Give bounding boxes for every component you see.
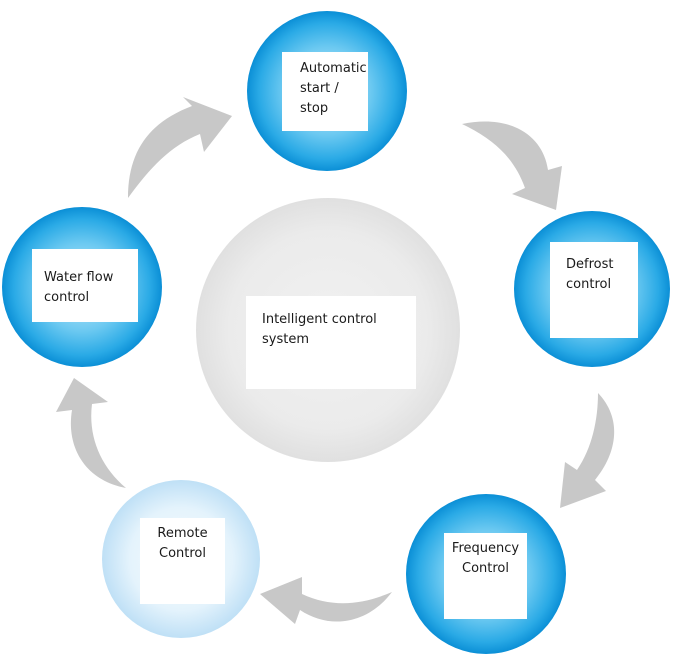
node-label-box-defrost: Defrost control	[550, 242, 638, 338]
node-label-box-freq: Frequency Control	[444, 533, 527, 619]
node-label-defrost: Defrost control	[566, 257, 614, 292]
node-label-freq: Frequency Control	[451, 541, 520, 576]
arrow-auto-to-defrost	[462, 121, 562, 210]
arrow-remote-to-water	[56, 378, 126, 488]
node-label-box-water: Water flow control	[32, 249, 138, 322]
center-label-box: Intelligent control system	[246, 296, 416, 389]
node-label-auto: Automatic start / stop	[300, 61, 367, 116]
arrow-water-to-auto	[128, 97, 232, 198]
node-label-remote: Remote Control	[157, 526, 208, 561]
node-label-box-auto: Automatic start / stop	[282, 52, 368, 131]
arrow-defrost-to-freq	[560, 393, 615, 508]
center-label: Intelligent control system	[262, 312, 377, 347]
arrow-freq-to-remote	[260, 577, 392, 624]
node-label-box-remote: Remote Control	[140, 518, 225, 604]
node-label-water: Water flow control	[44, 270, 114, 305]
